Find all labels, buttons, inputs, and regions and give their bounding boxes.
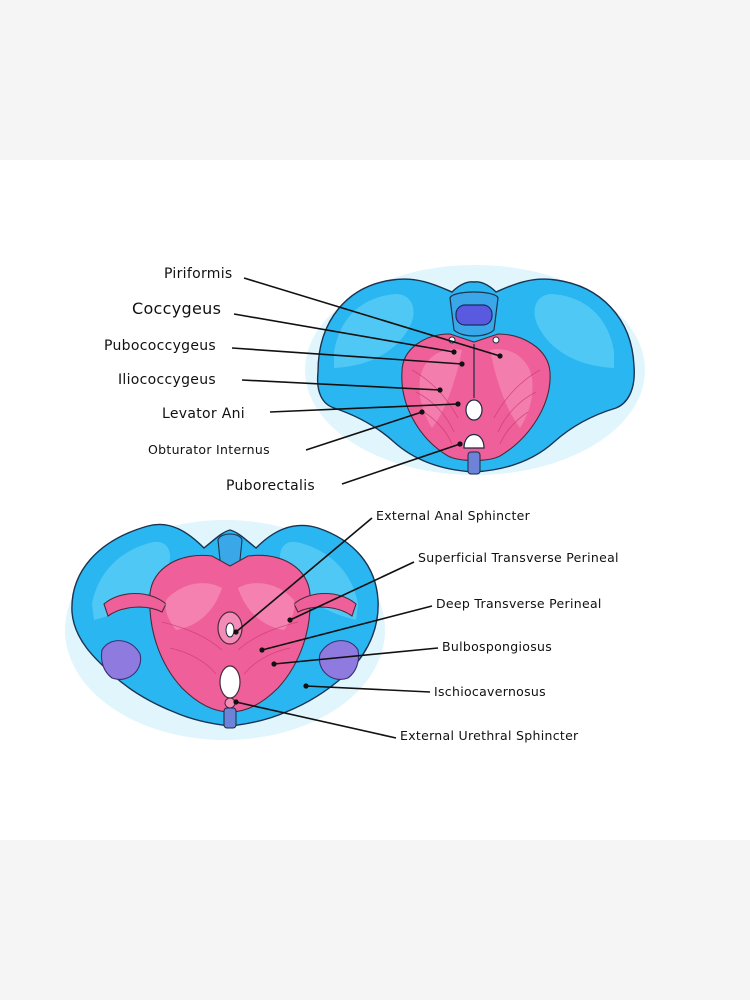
label-deep-transverse-perineal: Deep Transverse Perineal [436,596,602,611]
label-levator-ani: Levator Ani [162,406,245,422]
label-iliococcygeus: Iliococcygeus [118,372,216,388]
label-piriformis: Piriformis [164,266,233,282]
label-puborectalis: Puborectalis [226,478,315,494]
bottom-labels: External Anal Sphincter Superficial Tran… [376,508,619,743]
label-obturator-internus: Obturator Internus [148,442,270,457]
diagram-card [0,160,750,840]
top-leader-lines [231,277,503,485]
label-external-anal-sphincter: External Anal Sphincter [376,508,531,523]
label-pubococcygeus: Pubococcygeus [104,338,216,354]
label-bulbospongiosus: Bulbospongiosus [442,639,552,654]
label-coccygeus: Coccygeus [132,299,221,318]
top-pelvis-illustration [305,265,645,475]
label-external-urethral-sphincter: External Urethral Sphincter [400,728,579,743]
bottom-leader-lines [233,517,439,739]
label-ischiocavernosus: Ischiocavernosus [434,684,546,699]
top-labels: Piriformis Coccygeus Pubococcygeus Ilioc… [104,266,315,494]
label-superficial-transverse-perineal: Superficial Transverse Perineal [418,550,619,565]
